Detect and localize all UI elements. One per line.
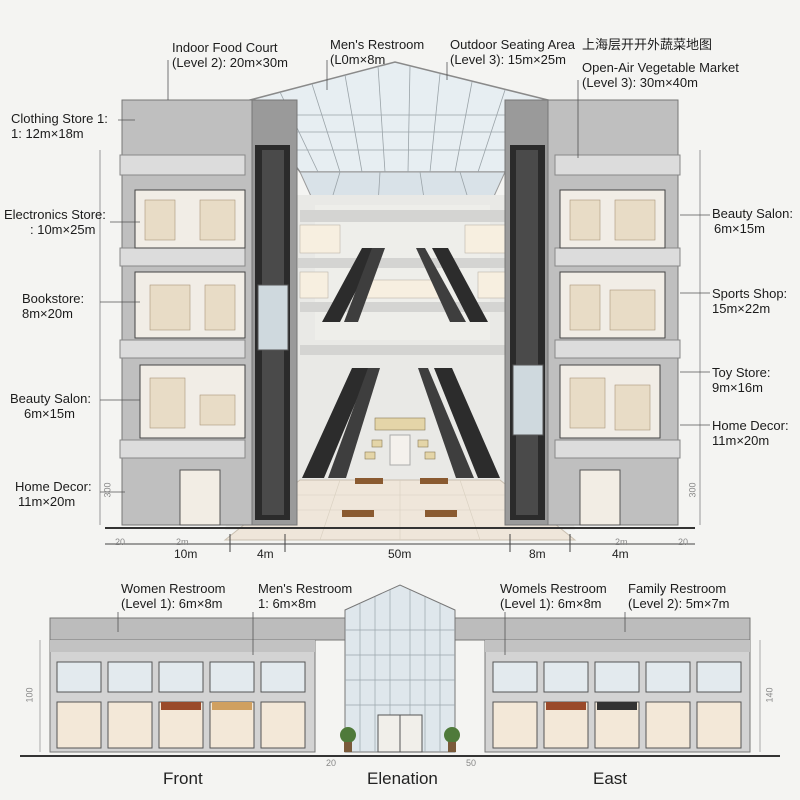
home-right-name: Home Decor: — [712, 418, 789, 433]
elevation-lines — [20, 612, 780, 757]
elev-faint-140: 140 — [764, 687, 775, 703]
caption-elevation: Elenation — [367, 769, 438, 788]
mens-top-size: (L0m×8m — [330, 52, 386, 67]
dim-faint-20-left: 20 — [115, 537, 126, 547]
womens-right-size: (Level 1): 6m×8m — [500, 596, 602, 611]
bookstore-size: 8m×20m — [22, 306, 73, 321]
clothing-store-name: Clothing Store 1: — [11, 111, 108, 126]
family-restroom-label: Family Restroom (Level 2): 5m×7m — [628, 581, 730, 611]
mens-restroom-top-label: Men's Restroom (L0m×8m — [330, 37, 424, 67]
toy-name: Toy Store: — [712, 365, 771, 380]
caption-front: Front — [163, 769, 203, 788]
women-left-size: (Level 1): 6m×8m — [121, 596, 223, 611]
elev-faint-50: 50 — [466, 758, 477, 768]
electronics-store-label: Electronics Store: : 10m×25m — [4, 207, 106, 237]
electronics-store-name: Electronics Store: — [4, 207, 106, 222]
home-left-size: 11m×20m — [18, 494, 76, 509]
mens-size: 1: 6m×8m — [258, 596, 317, 611]
elevation-left-bays — [56, 661, 306, 749]
sports-shop-label: Sports Shop: 15m×22m — [712, 286, 787, 316]
bookstore-name: Bookstore: — [22, 291, 85, 306]
escalators — [302, 248, 500, 478]
beauty-right-name: Beauty Salon: — [712, 206, 793, 221]
right-wing — [504, 99, 681, 526]
home-decor-right-label: Home Decor: 11m×20m — [712, 418, 789, 448]
dim-faint-2m-left: 2m — [176, 537, 189, 547]
womens-right-name: Womels Restroom — [500, 581, 607, 596]
dim-faint-2m-right: 2m — [615, 537, 628, 547]
benches — [342, 478, 457, 517]
outdoor-seating-size: (Level 3): 15m×25m — [450, 52, 566, 67]
family-size: (Level 2): 5m×7m — [628, 596, 730, 611]
dim-50m: 50m — [388, 547, 412, 561]
home-right-size: 11m×20m — [712, 433, 770, 448]
beauty-left-name: Beauty Salon: — [10, 391, 91, 406]
dim-10m: 10m — [174, 547, 198, 561]
toy-size: 9m×16m — [712, 380, 763, 395]
leader-lines — [100, 60, 710, 493]
family-name: Family Restroom — [628, 581, 727, 596]
home-decor-left-label: Home Decor: 11m×20m — [15, 479, 92, 509]
dim-4m-left: 4m — [257, 547, 274, 561]
elev-faint-20: 20 — [326, 758, 337, 768]
toy-store-label: Toy Store: 9m×16m — [712, 365, 771, 395]
left-wing — [119, 99, 298, 526]
womens-restroom-right-label: Womels Restroom (Level 1): 6m×8m — [500, 581, 607, 611]
dim-faint-20-right: 20 — [678, 537, 689, 547]
vegetable-market-size: (Level 3): 30m×40m — [582, 75, 698, 90]
food-court-size: (Level 2): 20m×30m — [172, 55, 288, 70]
dim-4m-right: 4m — [612, 547, 629, 561]
mens-top-name: Men's Restroom — [330, 37, 425, 52]
outdoor-seating-name: Outdoor Seating Area — [450, 37, 576, 52]
page-title: 上海层开开外蔬菜地图 — [582, 37, 713, 52]
dim-8m: 8m — [529, 547, 546, 561]
elevation-right-bays — [492, 661, 742, 749]
beauty-left-size: 6m×15m — [24, 406, 75, 421]
vegetable-market-name: Open-Air Vegetable Market — [582, 60, 739, 75]
mens-restroom-label: Men's Restroom 1: 6m×8m — [258, 581, 352, 611]
women-left-name: Women Restroom — [121, 581, 226, 596]
clothing-store-size: 1: 12m×18m — [11, 126, 84, 141]
food-court-label: Indoor Food Court (Level 2): 20m×30m — [172, 40, 288, 70]
dim-faint-300-right: 300 — [687, 482, 698, 498]
sports-size: 15m×22m — [712, 301, 771, 316]
section-base — [99, 150, 701, 552]
food-court-name: Indoor Food Court — [172, 40, 278, 55]
outdoor-seating-label: Outdoor Seating Area (Level 3): 15m×25m — [450, 37, 575, 67]
clothing-store-label: Clothing Store 1: 1: 12m×18m — [11, 111, 108, 141]
mens-name: Men's Restroom — [258, 581, 353, 596]
caption-east: East — [593, 769, 628, 788]
elev-faint-100: 100 — [24, 687, 35, 703]
electronics-store-size: : 10m×25m — [30, 222, 96, 237]
home-left-name: Home Decor: — [15, 479, 92, 494]
sports-name: Sports Shop: — [712, 286, 788, 301]
beauty-salon-left-label: Beauty Salon: 6m×15m — [10, 391, 91, 421]
bookstore-label: Bookstore: 8m×20m — [22, 291, 84, 321]
women-restroom-left-label: Women Restroom (Level 1): 6m×8m — [121, 581, 226, 611]
vegetable-market-label: Open-Air Vegetable Market (Level 3): 30m… — [582, 60, 739, 90]
dim-faint-300-left: 300 — [102, 482, 113, 498]
beauty-salon-right-label: Beauty Salon: 6m×15m — [712, 206, 793, 236]
beauty-right-size: 6m×15m — [714, 221, 765, 236]
